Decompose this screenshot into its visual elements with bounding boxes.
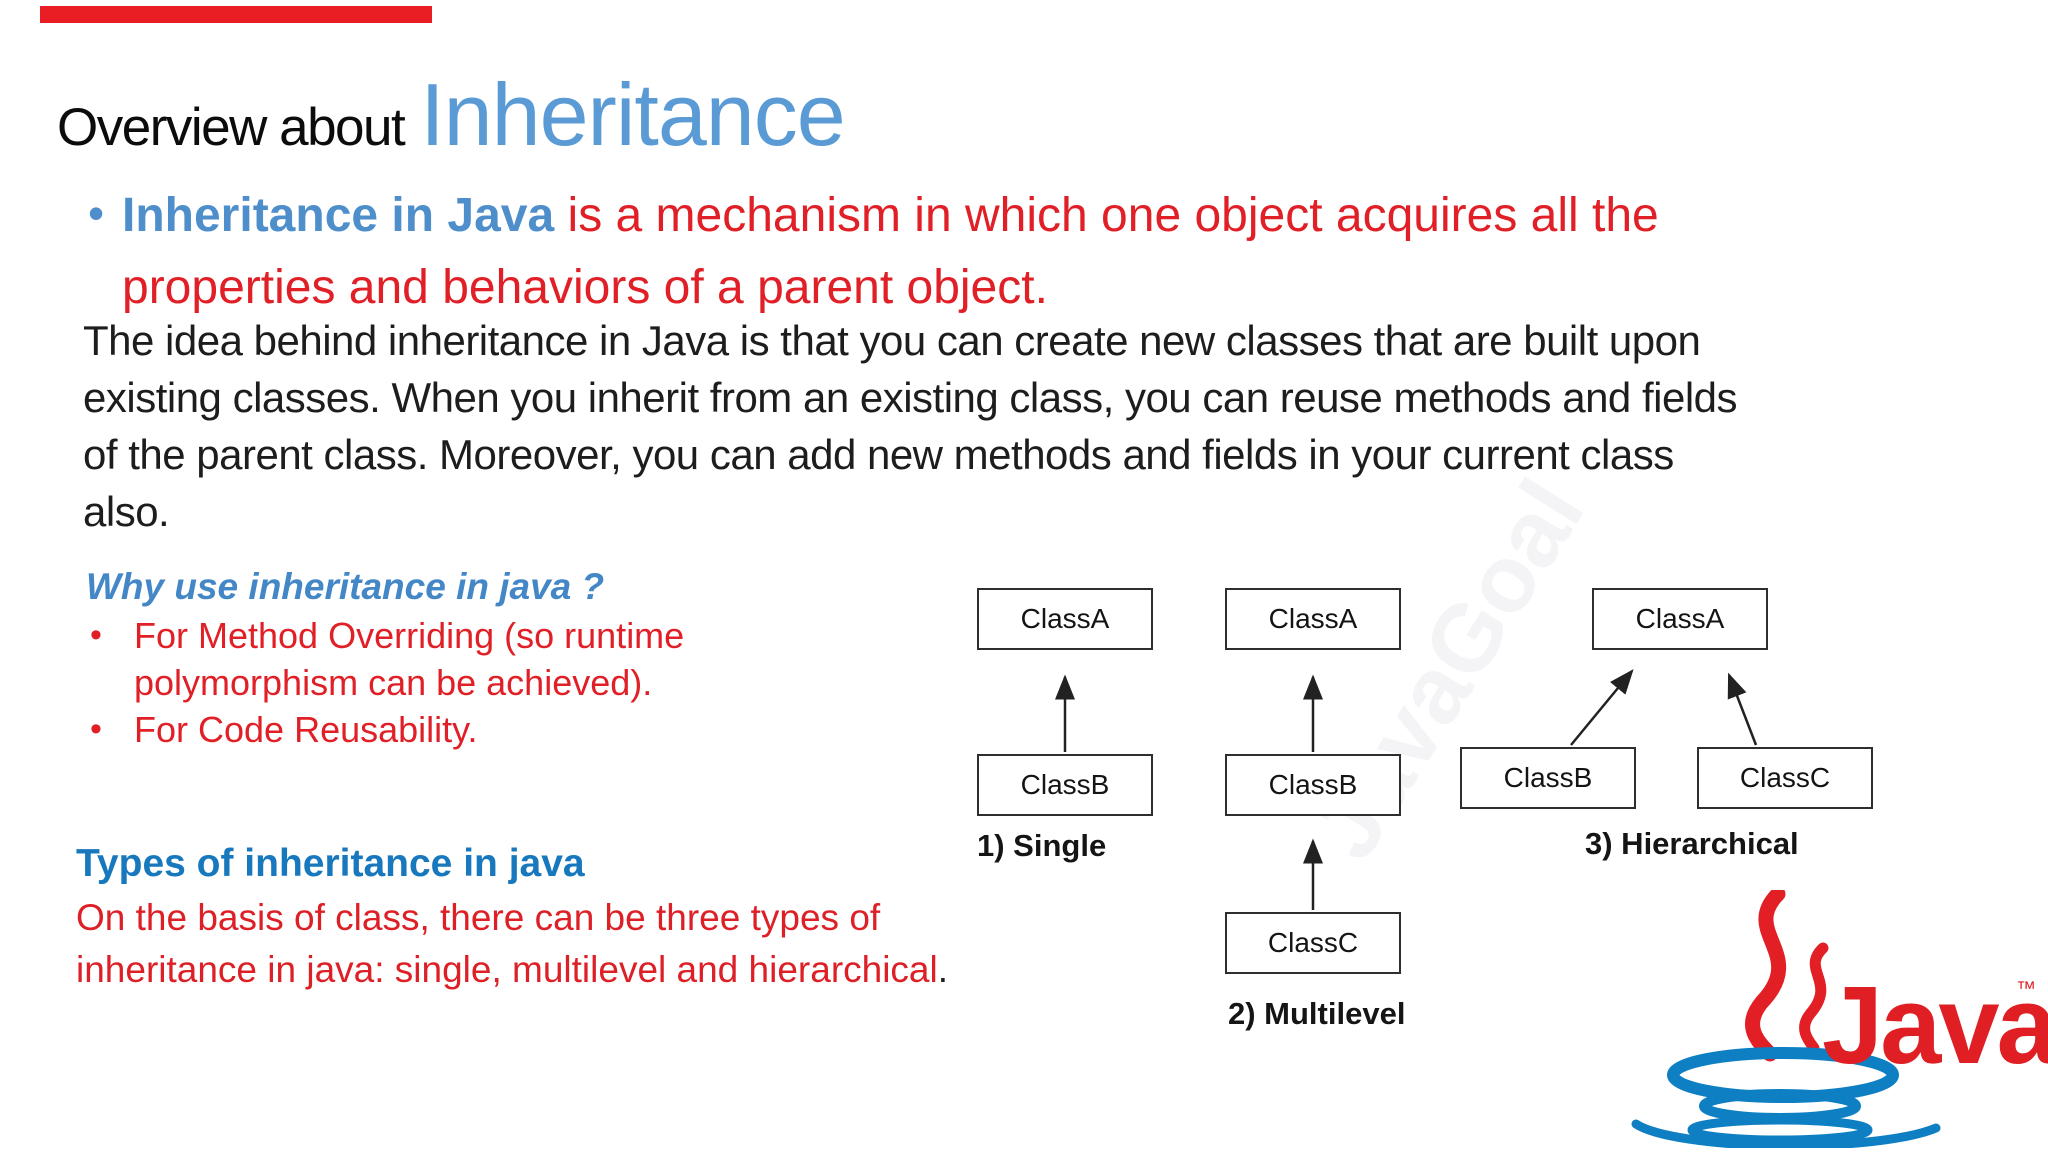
why-bullet-1: • For Method Overriding (so runtime poly… [90, 612, 684, 706]
body-paragraph-line: also. [83, 488, 170, 535]
java-steam-left [1745, 890, 1787, 1062]
multilevel-label: 2) Multilevel [1228, 996, 1406, 1031]
why-bullet-1-line2: polymorphism can be achieved). [134, 662, 653, 703]
intro-bullet-line1: Inheritance in Java is a mechanism in wh… [122, 180, 1659, 252]
multilevel-classA-box: ClassA [1225, 588, 1401, 650]
body-paragraph: The idea behind inheritance in Java is t… [83, 312, 1738, 540]
why-bullet-1-text: For Method Overriding (so runtime polymo… [134, 612, 684, 706]
why-bullet-2: • For Code Reusability. [90, 706, 684, 753]
java-saucer [1631, 1119, 1941, 1148]
arrow-hier-b-to-a [1570, 669, 1634, 746]
intro-bullet-dot: • [88, 187, 105, 239]
why-use-bullets: • For Method Overriding (so runtime poly… [90, 612, 684, 753]
arrow-hier-c-to-a [1727, 672, 1758, 746]
why-use-heading: Why use inheritance in java ? [86, 566, 605, 607]
title-highlight: Inheritance [420, 65, 845, 164]
intro-bullet-lead: Inheritance in Java [122, 189, 555, 242]
bullet-dot: • [90, 710, 102, 748]
types-line2-red: inheritance in java: single, multilevel … [76, 949, 938, 990]
intro-bullet-rest: is a mechanism in which one object acqui… [554, 189, 1659, 242]
java-steam-right [1799, 942, 1829, 1054]
types-paragraph: On the basis of class, there can be thre… [76, 892, 948, 996]
types-paragraph-line2: inheritance in java: single, multilevel … [76, 944, 948, 996]
java-logo-icon [1631, 890, 1941, 1148]
hierarchical-label: 3) Hierarchical [1585, 826, 1799, 861]
why-bullet-2-text: For Code Reusability. [134, 709, 478, 750]
body-paragraph-line: The idea behind inheritance in Java is t… [83, 317, 1701, 364]
page-title: Overview about Inheritance [57, 64, 846, 166]
java-cup-base [1687, 1115, 1873, 1145]
top-red-bar [40, 6, 432, 23]
single-label: 1) Single [977, 828, 1107, 863]
hierarchical-classB-box: ClassB [1460, 747, 1636, 809]
single-classA-box: ClassA [977, 588, 1153, 650]
java-wordmark: Java [1822, 964, 2048, 1087]
multilevel-classC-box: ClassC [1225, 912, 1401, 974]
title-prefix: Overview about [57, 98, 406, 157]
body-paragraph-line: existing classes. When you inherit from … [83, 374, 1738, 421]
intro-bullet-line2: properties and behaviors of a parent obj… [122, 261, 1048, 314]
java-trademark: ™ [2016, 978, 2036, 1000]
hierarchical-classA-box: ClassA [1592, 588, 1768, 650]
hierarchical-classC-box: ClassC [1697, 747, 1873, 809]
types-heading: Types of inheritance in java [76, 842, 585, 885]
body-paragraph-line: of the parent class. Moreover, you can a… [83, 431, 1674, 478]
bullet-dot: • [90, 616, 102, 654]
types-line2-period: . [937, 949, 949, 990]
java-cup-band [1699, 1089, 1861, 1123]
multilevel-classB-box: ClassB [1225, 754, 1401, 816]
types-paragraph-line1: On the basis of class, there can be thre… [76, 897, 881, 938]
intro-bullet: Inheritance in Java is a mechanism in wh… [122, 180, 1659, 324]
single-classB-box: ClassB [977, 754, 1153, 816]
why-bullet-1-line1: For Method Overriding (so runtime [134, 615, 685, 656]
